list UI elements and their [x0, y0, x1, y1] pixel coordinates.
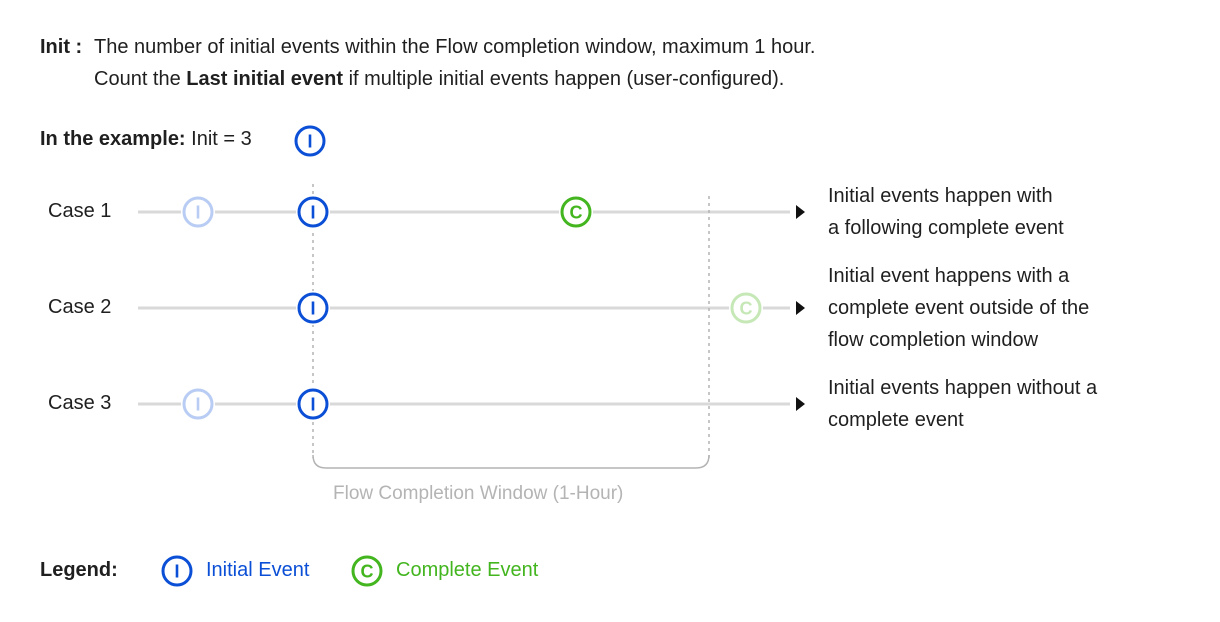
initial-event-ring — [182, 196, 214, 228]
case-1-label: Case 1 — [48, 200, 112, 222]
case-2-description: Initial event happens with a complete ev… — [828, 260, 1208, 356]
case-2-label: Case 2 — [48, 296, 112, 318]
case-3-initial-event-faded: I — [181, 387, 215, 421]
case-1-arrowhead — [796, 205, 805, 219]
legend-complete-icon: C — [350, 554, 384, 588]
initial-event-letter: I — [195, 203, 200, 223]
case-3-description-line: Initial events happen without a — [828, 377, 1098, 399]
definition-emphasis: Last initial event — [186, 68, 344, 90]
initial-event-ring — [297, 196, 329, 228]
initial-event-letter: I — [195, 395, 200, 415]
initial-event-letter: I — [307, 132, 312, 152]
case-3-description: Initial events happen without a complete… — [828, 372, 1208, 436]
initial-event-ring — [161, 555, 193, 587]
initial-event-ring — [297, 292, 329, 324]
case-1-initial-event-faded: I — [181, 195, 215, 229]
complete-event-letter: C — [570, 203, 583, 223]
definition-line-2-end: if multiple initial events happen (user-… — [343, 68, 785, 90]
case-1-description: Initial events happen with a following c… — [828, 180, 1208, 244]
case-2-description-line: complete event outside of the — [828, 297, 1090, 319]
initial-event-letter: I — [310, 299, 315, 319]
case-3-initial-event: I — [296, 387, 330, 421]
definition-line-2-start: Count the — [94, 68, 187, 90]
initial-event-letter: I — [310, 203, 315, 223]
legend-initial-icon: I — [160, 554, 194, 588]
example-line: In the example: Init = 3 — [40, 128, 252, 151]
legend-title: Legend: — [40, 559, 118, 581]
complete-event-letter: C — [740, 299, 753, 319]
initial-event-letter: I — [310, 395, 315, 415]
definition-line-2: Count the Last initial event if multiple… — [94, 68, 784, 91]
case-1-initial-event: I — [296, 195, 330, 229]
case-3-label: Case 3 — [48, 392, 112, 414]
case-1-description-line: a following complete event — [828, 217, 1064, 239]
case-2-description-line: flow completion window — [828, 329, 1039, 351]
case-2-initial-event: I — [296, 291, 330, 325]
example-label: In the example: — [40, 128, 186, 150]
case-1-description-line: Initial events happen with — [828, 185, 1053, 207]
case-3-arrowhead — [796, 397, 805, 411]
complete-event-ring — [351, 555, 383, 587]
case-2-arrowhead — [796, 301, 805, 315]
initial-event-letter: I — [174, 562, 179, 582]
example-value: Init = 3 — [191, 128, 252, 150]
complete-event-ring — [730, 292, 762, 324]
flow-completion-window-label: Flow Completion Window (1-Hour) — [333, 483, 624, 504]
example-initial-event-icon: I — [293, 124, 327, 158]
case-2-description-line: Initial event happens with a — [828, 265, 1070, 287]
legend-complete-label: Complete Event — [396, 559, 539, 581]
complete-event-letter: C — [361, 562, 374, 582]
complete-event-ring — [560, 196, 592, 228]
legend-initial-label: Initial Event — [206, 559, 310, 581]
case-1-complete-event: C — [559, 195, 593, 229]
initial-event-ring — [294, 125, 326, 157]
definition-term: Init : — [40, 36, 83, 58]
case-3-description-line: complete event — [828, 409, 964, 431]
case-2-complete-event-faded: C — [729, 291, 763, 325]
definition-line-1: The number of initial events within the … — [94, 36, 816, 58]
initial-event-ring — [182, 388, 214, 420]
window-bracket — [312, 454, 710, 469]
initial-event-ring — [297, 388, 329, 420]
